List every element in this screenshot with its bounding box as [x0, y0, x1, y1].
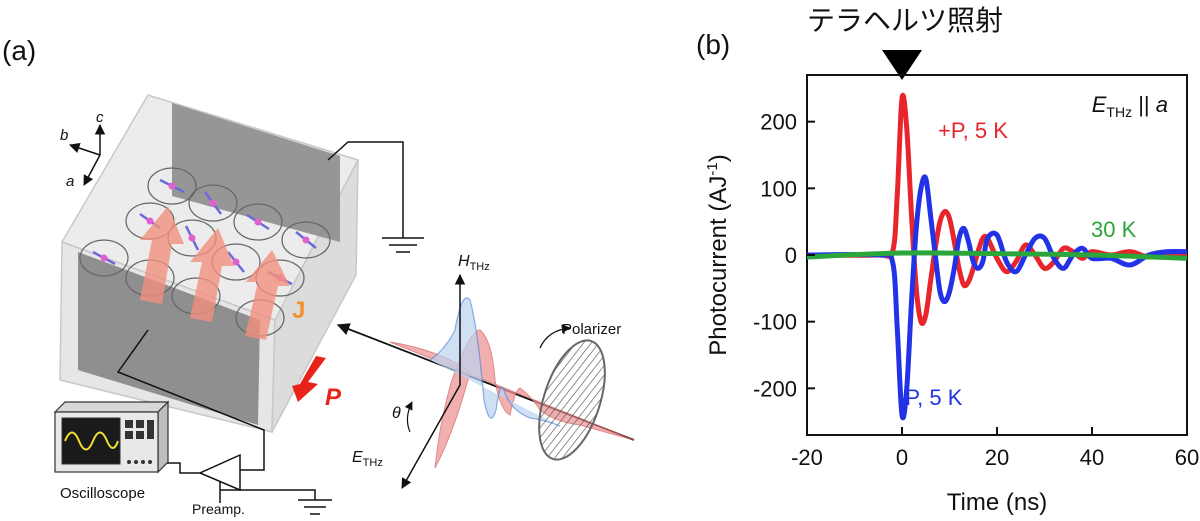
y-tick-label: -200 [753, 376, 797, 401]
preamp: Preamp. [192, 453, 245, 517]
panel-a-label: (a) [2, 35, 36, 66]
axis-c-label: c [96, 109, 104, 126]
x-tick-label: -20 [791, 445, 823, 470]
current-j-label: J [292, 297, 305, 324]
h-thz-label: HTHz [458, 253, 490, 273]
annotation-minus-p: -P, 5 K [898, 385, 963, 410]
front-electrode [78, 252, 260, 425]
current-arrows [140, 206, 290, 340]
y-tick-label: 200 [760, 110, 797, 135]
x-tick-label: 0 [896, 445, 908, 470]
theta-label: θ [392, 405, 401, 422]
experimental-setup-diagram: (a) [2, 35, 635, 517]
oscilloscope: Oscilloscope [53, 400, 170, 502]
back-electrode [172, 103, 340, 242]
series-line-1 [806, 174, 1188, 421]
irradiation-marker-triangle [882, 50, 922, 80]
panel-b-label: (b) [696, 29, 730, 60]
thz-wave: θ HTHz ETHz [336, 253, 635, 489]
field-direction-label: ETHz || a [1092, 92, 1168, 120]
series-layer [806, 93, 1188, 421]
crystal-sample: J [59, 94, 360, 433]
panel-a-illustration: (a) [2, 35, 635, 517]
polarization-p-label: P [325, 384, 342, 411]
x-tick-label: 60 [1175, 445, 1199, 470]
x-axis-label: Time (ns) [947, 489, 1047, 516]
thz-irradiation-header: テラヘルツ照射 [807, 5, 1003, 36]
series-line-2 [806, 250, 1188, 261]
annotation-30k: 30 K [1091, 217, 1137, 242]
e-thz-label: ETHz [352, 449, 383, 469]
y-tick-label: 100 [760, 176, 797, 201]
polarization-arrow: P [292, 356, 342, 411]
y-tick-label: 0 [785, 243, 797, 268]
y-axis-label: Photocurrent (AJ-1) [704, 154, 732, 355]
x-tick-label: 40 [1080, 445, 1104, 470]
axis-b-label: b [60, 127, 68, 144]
ground-wire-top [327, 141, 424, 253]
polarizer-label: Polarizer [562, 321, 621, 338]
polarizer: Polarizer [538, 321, 621, 461]
x-tick-label: 20 [985, 445, 1009, 470]
axis-a-label: a [66, 173, 74, 190]
y-tick-label: -100 [753, 310, 797, 335]
preamp-label: Preamp. [192, 501, 245, 517]
crystal-axes: c b a [60, 109, 106, 190]
annotation-plus-p: +P, 5 K [938, 118, 1008, 143]
oscilloscope-label: Oscilloscope [60, 485, 145, 502]
